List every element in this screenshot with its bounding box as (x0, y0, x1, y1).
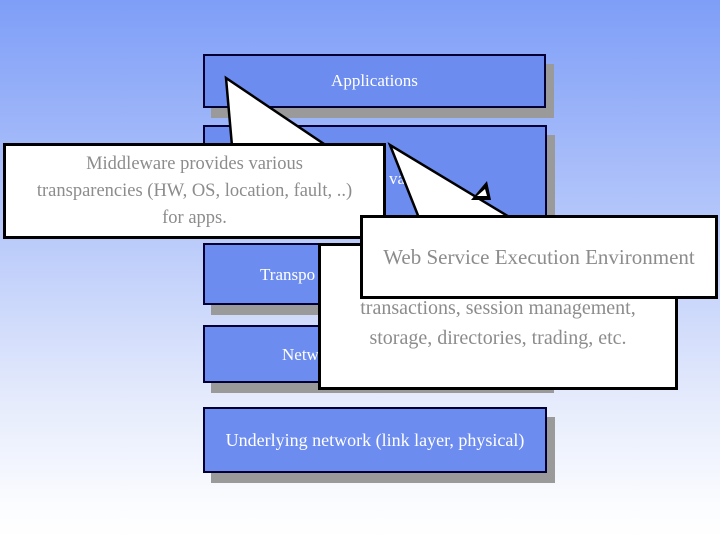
layer-box-underlying-network: Underlying network (link layer, physical… (203, 407, 547, 473)
layer-box-applications: Applications (203, 54, 546, 108)
middleware-note-callout: Middleware provides various transparenci… (3, 143, 386, 239)
layer-label-underlying-network: Underlying network (link layer, physical… (225, 429, 525, 450)
layer-label-applications: Applications (331, 71, 418, 90)
layer-label-network-fragment: Netw (282, 345, 319, 364)
wsee-note-title: Web Service Execution Environment (383, 244, 695, 269)
wsee-note-callout: Web Service Execution Environment (360, 215, 718, 299)
services-note-line-2: storage, directories, trading, etc. (369, 327, 627, 349)
layer-label-transport-fragment: Transpo (260, 265, 316, 284)
middleware-note-line-2: transparencies (HW, OS, location, fault,… (36, 180, 353, 201)
middleware-note-line-3: for apps. (162, 207, 227, 228)
layer-label-middleware-fragment: va (389, 169, 406, 188)
services-note-box: transactions, session management, storag… (318, 243, 678, 390)
services-note-line-1: transactions, session management, (360, 297, 636, 319)
middleware-note-line-1: Middleware provides various (86, 153, 303, 174)
